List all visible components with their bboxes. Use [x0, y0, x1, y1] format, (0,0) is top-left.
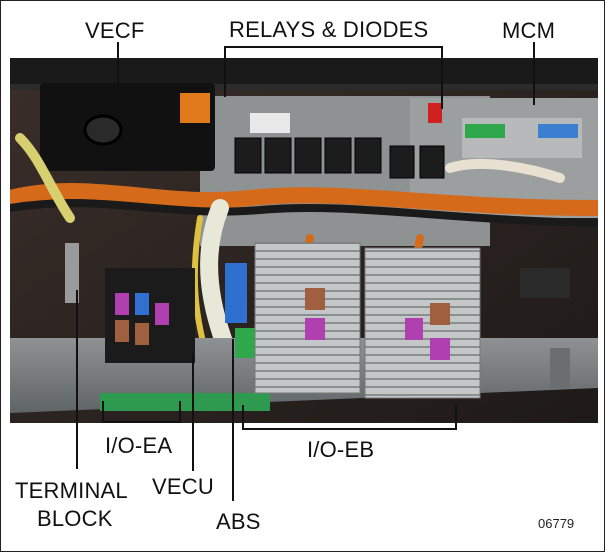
electrical-panel-photo	[10, 58, 598, 423]
abs-label: ABS	[216, 509, 261, 534]
io-eb-label: I/O-EB	[307, 437, 375, 462]
vecu-label: VECU	[152, 474, 214, 499]
io-ea-label: I/O-EA	[105, 433, 173, 458]
figure-number: 06779	[538, 516, 575, 531]
vecf-label: VECF	[85, 18, 145, 43]
terminal-block-label-line1: TERMINAL	[15, 478, 128, 503]
terminal-block-label-line2: BLOCK	[37, 506, 113, 531]
relays-diodes-label: RELAYS & DIODES	[229, 17, 429, 42]
mcm-label: MCM	[502, 18, 556, 43]
